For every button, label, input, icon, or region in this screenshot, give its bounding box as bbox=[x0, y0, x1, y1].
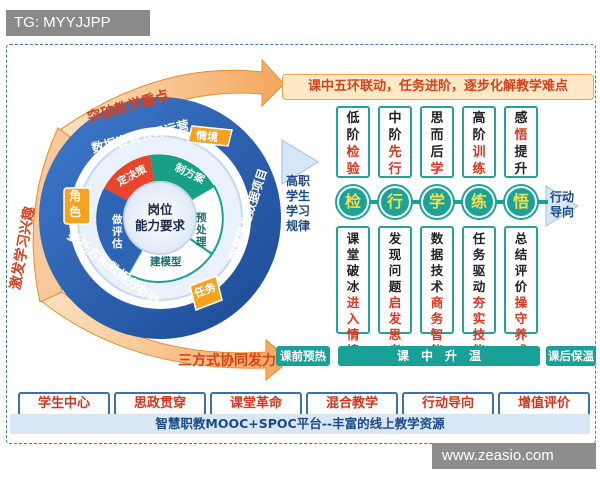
segment-label-yu: 预处理 bbox=[196, 212, 207, 248]
badge-scene: 情境 bbox=[195, 128, 219, 145]
outer-bottom-label: 三方式协同发力 bbox=[178, 353, 276, 369]
blue-ring bbox=[39, 97, 281, 339]
step-circle-5: 悟 bbox=[505, 186, 537, 218]
step-top-2: 中阶先行 bbox=[378, 106, 412, 178]
pillar-2: 思政贯穿 bbox=[114, 392, 206, 416]
center-disc bbox=[123, 181, 197, 255]
left-learning-label: 高职 学生 学习 规律 bbox=[286, 174, 311, 233]
tag-label: TG: MYYJJPP bbox=[6, 10, 150, 36]
watermark: www.zeasio.com bbox=[432, 443, 596, 469]
step-top-4: 高阶训练 bbox=[462, 106, 496, 178]
step-bottom-3: 数据技术商务智能 bbox=[420, 226, 454, 358]
step-circle-2: 行 bbox=[379, 186, 411, 218]
segment-label-jian: 建模型 bbox=[150, 256, 182, 268]
step-bottom-4: 任务驱动夯实技能 bbox=[462, 226, 496, 358]
diagram-frame bbox=[6, 44, 596, 444]
phase-before: 课前预热 bbox=[276, 346, 330, 366]
step-bottom-5: 总结评价操守养成 bbox=[504, 226, 538, 358]
pillar-3: 课堂革命 bbox=[210, 392, 302, 416]
arrow-left-to-steps bbox=[281, 139, 319, 185]
step-circle-4: 练 bbox=[463, 186, 495, 218]
step-bottom-2: 发现问题启发思考 bbox=[378, 226, 412, 358]
center-label: 岗位 能力要求 bbox=[134, 202, 185, 233]
phase-after: 课后保温 bbox=[546, 346, 596, 366]
step-bottom-1: 课堂破冰进入情境 bbox=[336, 226, 370, 358]
badge-role-shape bbox=[63, 187, 91, 225]
pillar-6: 增值评价 bbox=[498, 392, 590, 416]
pillar-1: 学生中心 bbox=[18, 392, 110, 416]
step-circle-1: 检 bbox=[337, 186, 369, 218]
step-top-1: 低阶检验 bbox=[336, 106, 370, 178]
step-top-3: 思而后学 bbox=[420, 106, 454, 178]
top-banner: 课中五环联动，任务进阶，逐步化解教学难点 bbox=[282, 74, 594, 100]
phase-during: 课 中 升 温 bbox=[338, 346, 540, 366]
step-top-5: 感悟提升 bbox=[504, 106, 538, 178]
pillar-5: 行动导向 bbox=[402, 392, 494, 416]
badge-task-shape bbox=[189, 274, 223, 312]
pillar-4: 混合教学 bbox=[306, 392, 398, 416]
base-platform: 智慧职教MOOC+SPOC平台--丰富的线上教学资源 bbox=[10, 414, 590, 434]
badge-role: 角色 bbox=[69, 189, 82, 219]
badge-scene-shape bbox=[187, 125, 233, 147]
step-circle-3: 学 bbox=[421, 186, 453, 218]
segment-label-zuo: 做评估 bbox=[112, 214, 123, 250]
arrow-right-out bbox=[545, 185, 579, 227]
right-action-label: 行动 导向 bbox=[550, 190, 575, 219]
